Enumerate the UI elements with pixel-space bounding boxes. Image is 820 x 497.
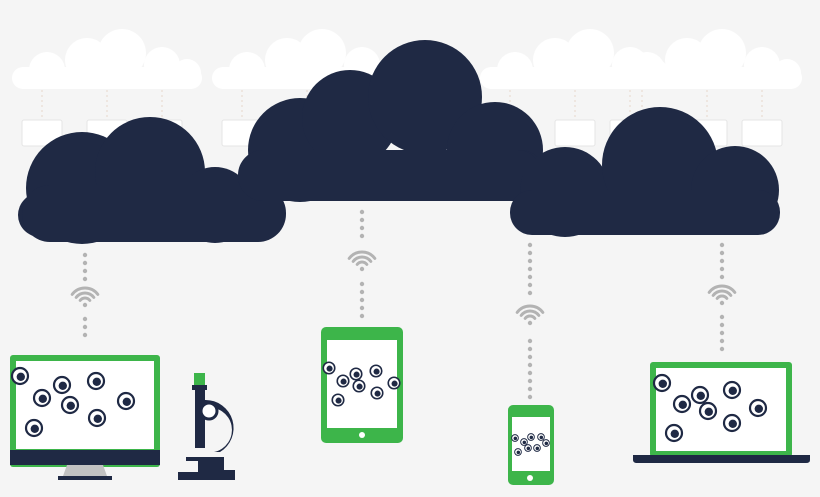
connector-dot xyxy=(719,314,725,320)
cell-icon xyxy=(514,448,522,456)
connector-dot xyxy=(719,330,725,336)
cell-icon xyxy=(387,376,401,390)
cloud-icon-left xyxy=(18,117,286,244)
connector-dot xyxy=(527,354,533,360)
faint-cloud-icon xyxy=(12,29,202,89)
cell-icon xyxy=(690,385,710,405)
connector-dot xyxy=(82,268,88,274)
connector-dot xyxy=(719,322,725,328)
connector-dot xyxy=(527,338,533,344)
cell-icon xyxy=(52,375,72,395)
cloud-icon-right xyxy=(510,107,780,237)
cell-icon xyxy=(533,444,541,452)
faint-device-icon xyxy=(741,119,783,147)
cell-icon xyxy=(511,434,519,442)
faint-device-icon xyxy=(554,119,596,147)
connector-dot xyxy=(82,252,88,258)
faint-device-icon xyxy=(21,119,63,147)
connector-dot xyxy=(82,316,88,322)
connector-dot xyxy=(527,282,533,288)
cell-icon xyxy=(322,361,336,375)
laptop-icon xyxy=(633,362,810,463)
connector-dot xyxy=(359,233,365,239)
cloud-icon-center xyxy=(238,40,545,202)
cell-icon xyxy=(369,364,383,378)
wifi-icon xyxy=(70,286,100,308)
cell-icon xyxy=(722,380,742,400)
connector-dot xyxy=(527,394,533,400)
cell-icon xyxy=(527,433,535,441)
cell-icon xyxy=(331,393,345,407)
connector-dot xyxy=(359,305,365,311)
home-button xyxy=(527,475,533,481)
connector-dot xyxy=(719,250,725,256)
connector-dot xyxy=(527,266,533,272)
connector-dot xyxy=(527,290,533,296)
cell-icon xyxy=(116,391,136,411)
microscope-icon xyxy=(178,373,235,480)
connector-dot xyxy=(359,313,365,319)
connector-dot xyxy=(527,250,533,256)
connector-dot xyxy=(82,276,88,282)
connector-dot xyxy=(527,386,533,392)
wifi-icon xyxy=(515,304,545,326)
wifi-icon xyxy=(347,250,377,272)
cell-icon xyxy=(537,433,545,441)
cell-icon xyxy=(520,438,528,446)
connector-dot xyxy=(719,338,725,344)
connector-dot xyxy=(527,362,533,368)
tablet-icon xyxy=(321,327,403,443)
connector-dot xyxy=(719,242,725,248)
cell-icon xyxy=(672,394,692,414)
connector-dot xyxy=(359,209,365,215)
connector-dot xyxy=(527,370,533,376)
cell-icon xyxy=(664,423,684,443)
connector-dot xyxy=(82,332,88,338)
connector-dot xyxy=(359,217,365,223)
dark-clouds xyxy=(18,40,780,244)
connector-dot xyxy=(719,274,725,280)
cell-icon xyxy=(87,408,107,428)
connector-dot xyxy=(359,289,365,295)
connector-dot xyxy=(359,225,365,231)
home-button xyxy=(359,432,365,438)
connector-dot xyxy=(719,258,725,264)
wireless-connections xyxy=(70,209,737,400)
cell-icon xyxy=(10,366,30,386)
cell-icon xyxy=(524,444,532,452)
connector-dot xyxy=(527,242,533,248)
cell-icon xyxy=(698,401,718,421)
cell-icon xyxy=(349,367,363,381)
cell-icon xyxy=(32,388,52,408)
cell-icon xyxy=(60,395,80,415)
cell-icon xyxy=(370,386,384,400)
connector-dot xyxy=(719,346,725,352)
cell-icon xyxy=(336,374,350,388)
connector-dot xyxy=(82,324,88,330)
wifi-icon xyxy=(707,284,737,306)
cell-icon xyxy=(86,371,106,391)
devices xyxy=(10,327,810,485)
cell-icon xyxy=(542,439,550,447)
smartphone-icon xyxy=(508,405,554,485)
cell-icon xyxy=(748,398,768,418)
connector-dot xyxy=(527,346,533,352)
faint-cloud-icon xyxy=(612,29,802,89)
connector-dot xyxy=(527,274,533,280)
cell-icon xyxy=(24,418,44,438)
cell-icon xyxy=(352,379,366,393)
connector-dot xyxy=(719,266,725,272)
connector-dot xyxy=(359,281,365,287)
connector-dot xyxy=(527,378,533,384)
connector-dot xyxy=(359,297,365,303)
cell-icon xyxy=(652,373,672,393)
cell-icon xyxy=(722,413,742,433)
connector-dot xyxy=(527,258,533,264)
desktop-monitor-icon xyxy=(10,355,160,480)
connector-dot xyxy=(82,260,88,266)
